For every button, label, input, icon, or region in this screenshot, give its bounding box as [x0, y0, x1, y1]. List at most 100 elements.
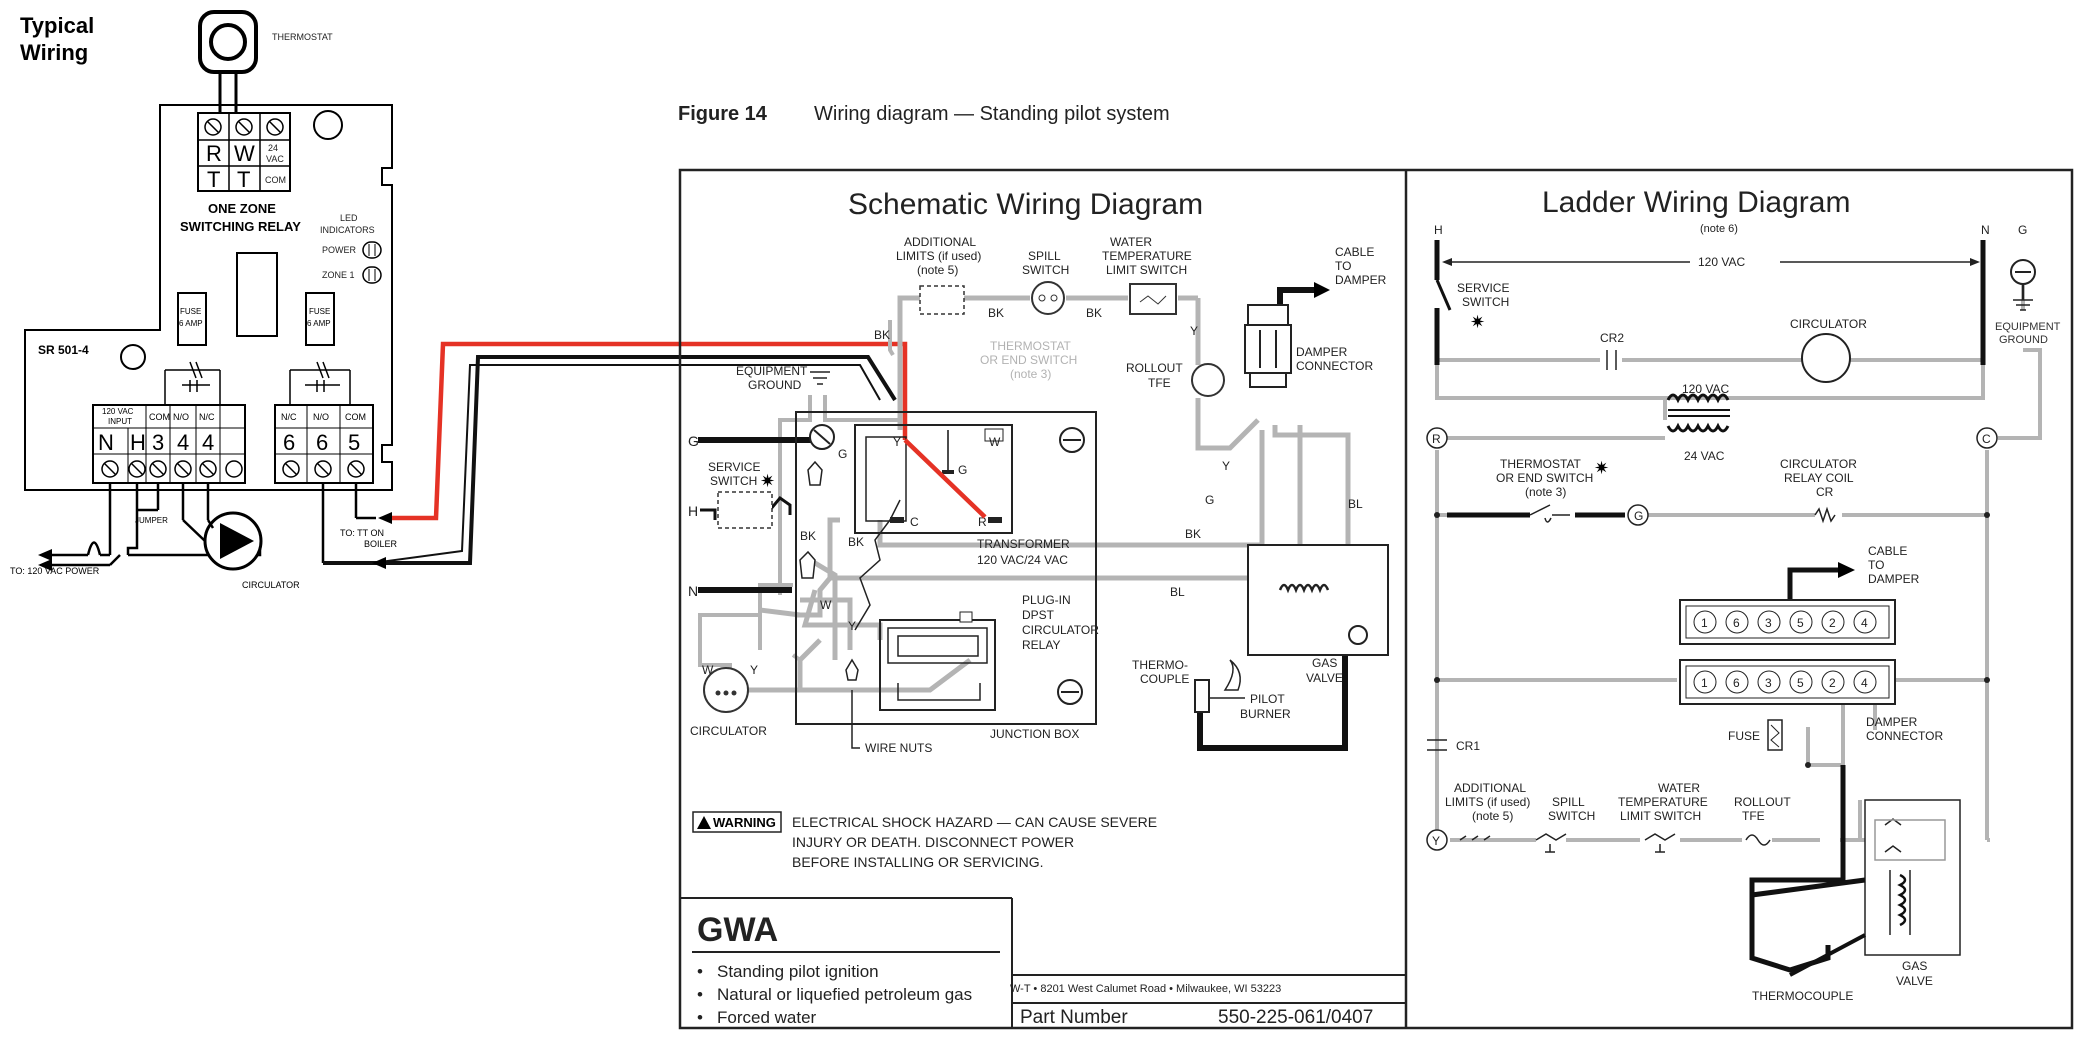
ladder-title: Ladder Wiring Diagram — [1542, 186, 1850, 219]
terminal-r: R — [206, 141, 222, 166]
schematic-panel: Schematic Wiring Diagram — [680, 188, 1406, 1028]
relay-component — [236, 252, 278, 337]
gas-valve-label-2: VALVE — [1306, 671, 1343, 685]
rollout-tfe-icon — [1191, 363, 1225, 397]
ladder-rollout-1: ROLLOUT — [1734, 795, 1791, 809]
hdr-nc-1: N/C — [199, 412, 215, 422]
ladder-limits-3: (note 5) — [1472, 809, 1513, 823]
wire-nuts-label: WIRE NUTS — [865, 741, 932, 755]
damper-conn-label-1: DAMPER — [1296, 345, 1348, 359]
xfmr-terminal-c: C — [910, 515, 919, 529]
relay-field-wiring — [50, 483, 358, 567]
schematic-title: Schematic Wiring Diagram — [848, 188, 1203, 221]
damper-connector-icon — [1244, 304, 1292, 388]
input-label-2: INPUT — [108, 417, 132, 426]
transformer-rating: 120 VAC/24 VAC — [977, 553, 1068, 567]
pin-top-1: 1 — [1701, 616, 1708, 630]
water-label-3: LIMIT SWITCH — [1106, 263, 1187, 277]
pin-top-5: 2 — [1829, 616, 1836, 630]
wire-y-1: Y — [1190, 324, 1198, 338]
ladder-n: N — [1981, 223, 1990, 237]
wire-bk-1: BK — [988, 306, 1004, 320]
wire-bk-6: BK — [1185, 527, 1201, 541]
wire-y-2: Y — [848, 619, 856, 633]
bullet-2: • — [697, 985, 703, 1004]
ladder-g2: G — [1634, 509, 1643, 523]
warning-badge: WARNING — [692, 811, 782, 833]
wire-bl-2: BL — [1170, 585, 1185, 599]
thermostat-label: THERMOSTAT — [272, 32, 333, 42]
relay-outline — [24, 104, 393, 491]
ground-icon — [810, 371, 830, 385]
spill-label-1: SPILL — [1028, 249, 1061, 263]
cr1-contact-icon — [1427, 739, 1447, 751]
ladder-transformer-icon — [1666, 393, 1730, 433]
fuse-2-label: FUSE — [309, 307, 330, 316]
ladder-circulator-icon — [1801, 333, 1851, 383]
junction-box — [795, 411, 1097, 725]
zone1-led-icon — [362, 266, 382, 284]
hdr-no-1: N/O — [173, 412, 189, 422]
terminal-strip-left: 120 VAC INPUT COM N/O N/C N H 3 4 4 — [92, 404, 246, 484]
ladder-gas-valve-icon — [1864, 799, 1961, 956]
rollout-label-1: ROLLOUT — [1126, 361, 1183, 375]
pin-top-4: 5 — [1797, 616, 1804, 630]
terminal-n: N — [98, 430, 114, 455]
pin-top-2: 6 — [1733, 616, 1740, 630]
jumper-label: JUMPER — [135, 516, 168, 525]
terminal-h: H — [130, 430, 146, 455]
fuse-2: FUSE 6 AMP — [305, 292, 335, 346]
transformer-label: TRANSFORMER — [977, 537, 1070, 551]
figure-frame — [678, 168, 2074, 1030]
figure-caption: Wiring diagram — Standing pilot system — [814, 103, 1170, 125]
fuse-2-rating: 6 AMP — [307, 319, 331, 328]
warning-line-1: ELECTRICAL SHOCK HAZARD — CAN CAUSE SEVE… — [792, 814, 1157, 830]
ladder-star-icon: ✷ — [1470, 312, 1485, 332]
wire-label-h: H — [688, 503, 698, 519]
damper-conn-label-2: CONNECTOR — [1296, 359, 1373, 373]
pilot-burner-icon — [1194, 659, 1245, 713]
water-label-1: WATER — [1110, 235, 1152, 249]
thermocouple-label-1: THERMO- — [1132, 658, 1188, 672]
figure-label: Figure 14 — [678, 103, 768, 125]
add-limits-label-2: LIMITS (if used) — [896, 249, 981, 263]
ladder-c: C — [1982, 432, 1991, 446]
vac24-label: 24 — [268, 143, 278, 153]
ladder-star-icon-2: ✷ — [1594, 458, 1609, 478]
relay-title-1: ONE ZONE — [208, 201, 276, 216]
terminal-strip-right: N/C N/O COM 6 6 5 — [274, 404, 374, 484]
thermostat-ghost-1: THERMOSTAT — [990, 339, 1072, 353]
thermostat-terminal-block: R W T T 24 VAC COM — [197, 112, 291, 192]
ladder-note6: (note 6) — [1700, 223, 1738, 235]
terminal-t1: T — [207, 167, 220, 192]
part-number-value: 550-225-061/0407 — [1218, 1007, 1373, 1028]
brand-logo: GWA — [697, 911, 778, 949]
add-limits-label-1: ADDITIONAL — [904, 235, 976, 249]
ladder-cr2: CR2 — [1600, 331, 1624, 345]
ladder-water-1: WATER — [1658, 781, 1700, 795]
red-wire — [392, 341, 908, 521]
star-icon: ✷ — [760, 471, 775, 491]
pin-bot-6: 4 — [1861, 676, 1868, 690]
ladder-spill-1: SPILL — [1552, 795, 1585, 809]
terminal-4b: 4 — [202, 430, 214, 455]
pin-bot-1: 1 — [1701, 676, 1708, 690]
ladder-gasvalve-2: VALVE — [1896, 974, 1933, 988]
ladder-r: R — [1432, 432, 1441, 446]
warning-line-2: INJURY OR DEATH. DISCONNECT POWER — [792, 834, 1074, 850]
thermostat-ghost: THERMOSTAT OR END SWITCH (note 3) — [980, 339, 1077, 381]
thermostat-ghost-2: OR END SWITCH — [980, 353, 1077, 367]
plugin-label-1: PLUG-IN — [1022, 593, 1071, 607]
equip-ground-label-2: GROUND — [748, 378, 802, 392]
ladder-cable-1: CABLE — [1868, 544, 1907, 558]
ladder-node-r — [1426, 427, 1448, 449]
ladder-fuse-icon — [1767, 719, 1783, 751]
tt-label-2: BOILER — [364, 539, 398, 549]
cable-label-3: DAMPER — [1335, 273, 1387, 287]
ladder-service-1: SERVICE — [1457, 281, 1509, 295]
power-led-icon — [362, 241, 382, 259]
company-address: W-T • 8201 West Calumet Road • Milwaukee… — [1010, 983, 1281, 995]
bullet-text-1: Standing pilot ignition — [717, 962, 879, 981]
xfmr-terminal-w: W — [989, 435, 1001, 449]
pin-bot-4: 5 — [1797, 676, 1804, 690]
